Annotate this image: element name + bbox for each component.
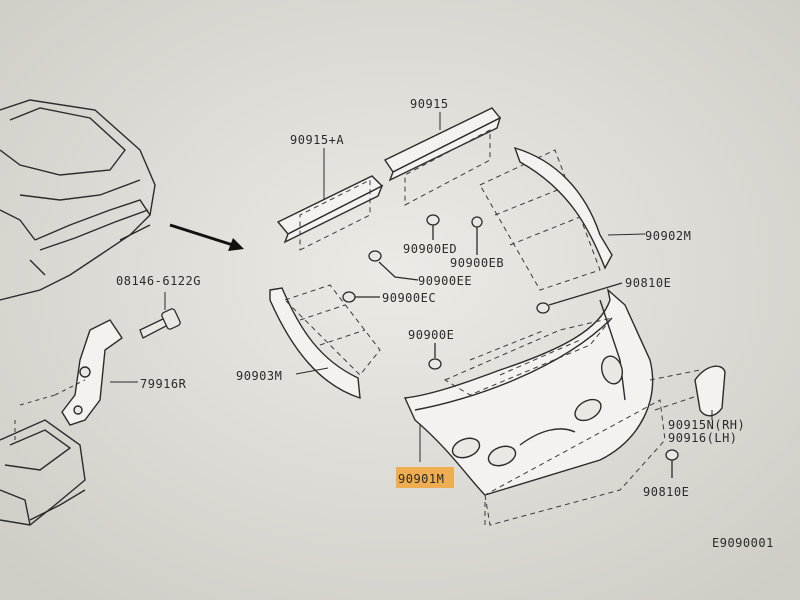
label-90903m: 90903M	[236, 369, 282, 383]
dashed-cover-left	[284, 284, 381, 376]
label-90900ee: 90900EE	[418, 274, 472, 288]
clip-90900ec	[342, 291, 380, 303]
part-08146-bolt	[139, 308, 181, 339]
latch-housing-illustration	[0, 419, 86, 526]
label-90915n: 90915N(RH)	[668, 418, 745, 432]
label-90900ed: 90900ED	[403, 242, 457, 256]
label-90900e: 90900E	[408, 328, 454, 342]
direction-arrow	[169, 223, 244, 251]
dashed-link-left	[14, 379, 86, 440]
label-90810e-bottom: 90810E	[643, 485, 689, 499]
label-79916r: 79916R	[140, 377, 187, 391]
label-90810e-top: 90810E	[625, 276, 671, 290]
label-90901m: 90901M	[398, 472, 444, 486]
highlight-marker	[396, 467, 454, 488]
part-90915n-cover	[694, 365, 726, 417]
clip-90810e-top	[536, 282, 623, 314]
part-90915a-strip	[276, 175, 384, 244]
label-90902m: 90902M	[645, 229, 691, 243]
part-90915-strip	[383, 107, 502, 182]
leader-90903m	[295, 367, 329, 375]
label-90915: 90915	[410, 97, 449, 111]
label-90900ec: 90900EC	[382, 291, 436, 305]
callout-labels: 90915 90915+A 90902M 90900ED 90900EB 909…	[116, 97, 774, 550]
part-90903m-trim	[269, 287, 361, 399]
clip-90900eb	[471, 216, 483, 255]
dashed-cover-main	[443, 317, 701, 526]
part-79916r-bracket	[61, 319, 123, 426]
figure-code: E9090001	[712, 536, 774, 550]
label-90915a: 90915+A	[290, 133, 344, 147]
label-90916: 90916(LH)	[668, 431, 738, 445]
part-90902m-trim	[513, 146, 613, 270]
label-90900eb: 90900EB	[450, 256, 504, 270]
clip-90900ed	[426, 214, 440, 240]
clip-90810e-bottom	[665, 449, 679, 478]
part-90901m-panel	[403, 288, 654, 496]
vehicle-illustration	[0, 99, 156, 301]
clip-90900ee	[368, 250, 419, 281]
label-08146: 08146-6122G	[116, 274, 201, 288]
leader-90902m	[607, 233, 646, 236]
clip-90900e	[428, 343, 442, 370]
